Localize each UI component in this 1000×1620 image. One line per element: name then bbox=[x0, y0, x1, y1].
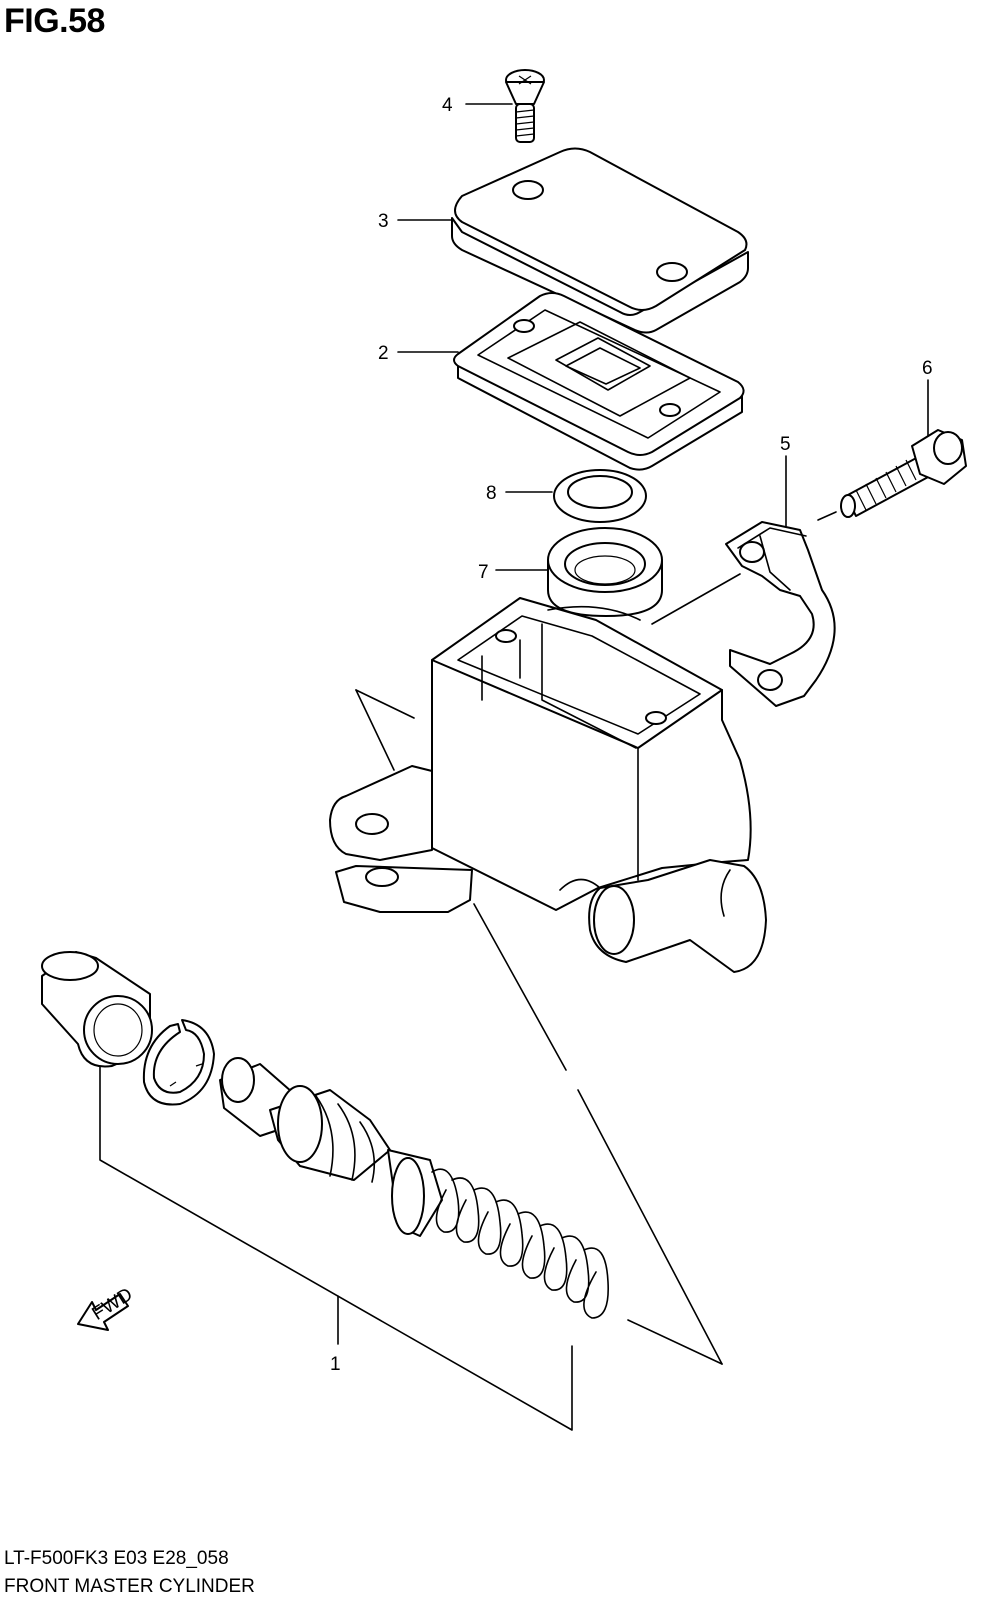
part-1-piston[interactable] bbox=[219, 1057, 443, 1237]
callout-6: 6 bbox=[922, 358, 933, 379]
part-1-boot[interactable] bbox=[41, 951, 153, 1068]
part-7-seal[interactable] bbox=[547, 527, 663, 617]
callout-1: 1 bbox=[330, 1354, 341, 1375]
figure-name: FRONT MASTER CYLINDER bbox=[4, 1576, 255, 1597]
callout-4: 4 bbox=[442, 95, 453, 116]
callout-8: 8 bbox=[486, 483, 497, 504]
part-6-bolt[interactable] bbox=[840, 429, 967, 518]
figure-code: LT-F500FK3 E03 E28_058 bbox=[4, 1548, 229, 1569]
callout-2: 2 bbox=[378, 343, 389, 364]
part-8-ring[interactable] bbox=[553, 469, 647, 523]
fwd-label: FWD bbox=[89, 1284, 137, 1325]
part-2-diaphragm[interactable] bbox=[453, 292, 745, 471]
part-1-circlip[interactable] bbox=[142, 1019, 215, 1106]
part-4-screw[interactable] bbox=[505, 69, 545, 143]
part-1-spring[interactable] bbox=[431, 1168, 609, 1319]
part-3-reservoir-cap[interactable] bbox=[451, 147, 749, 334]
figure-title: FIG.58 bbox=[4, 2, 105, 40]
callout-5: 5 bbox=[780, 434, 791, 455]
part-5-clamp[interactable] bbox=[725, 521, 836, 707]
leader-lines bbox=[99, 103, 929, 1431]
master-cylinder-body[interactable] bbox=[329, 597, 767, 973]
callout-7: 7 bbox=[478, 562, 489, 583]
fwd-arrow-icon: FWD bbox=[77, 1284, 137, 1331]
callout-3: 3 bbox=[378, 211, 389, 232]
